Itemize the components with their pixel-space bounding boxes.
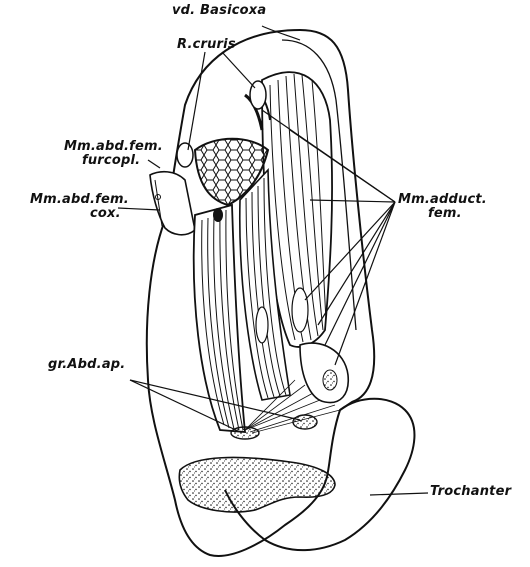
abductor-muscle-bundle <box>194 205 245 432</box>
label-mm-adduct-fem: Mm.adduct. fem. <box>398 193 487 221</box>
furcopleural-flap <box>150 172 195 235</box>
label-mm-adduct-fem-line1: Mm.adduct. <box>398 192 487 207</box>
label-mm-abd-fem-cox-line2: cox. <box>30 207 129 221</box>
label-r-cruris: R.cruris <box>177 38 236 52</box>
tendon-lens-lower <box>292 288 308 332</box>
label-mm-abd-fem-furcopl-line2: furcopl. <box>64 154 163 168</box>
label-mm-abd-fem-cox-line1: Mm.abd.fem. <box>30 192 129 207</box>
label-trochanter: Trochanter <box>430 485 511 499</box>
label-gr-abd-ap: gr.Abd.ap. <box>48 358 125 372</box>
apodeme-gland-left <box>231 427 259 439</box>
label-mm-adduct-fem-line2: fem. <box>398 207 487 221</box>
label-mm-abd-fem-furcopl: Mm.abd.fem. furcopl. <box>64 140 163 168</box>
lower-muscle-knob <box>300 343 348 402</box>
label-vd-basicoxa: vd. Basicoxa <box>172 4 266 18</box>
tendon-lens-upper <box>256 307 268 343</box>
label-mm-abd-fem-furcopl-line1: Mm.abd.fem. <box>64 139 163 154</box>
label-mm-abd-fem-cox: Mm.abd.fem. cox. <box>30 193 129 221</box>
apodeme-gland-right <box>293 415 317 429</box>
